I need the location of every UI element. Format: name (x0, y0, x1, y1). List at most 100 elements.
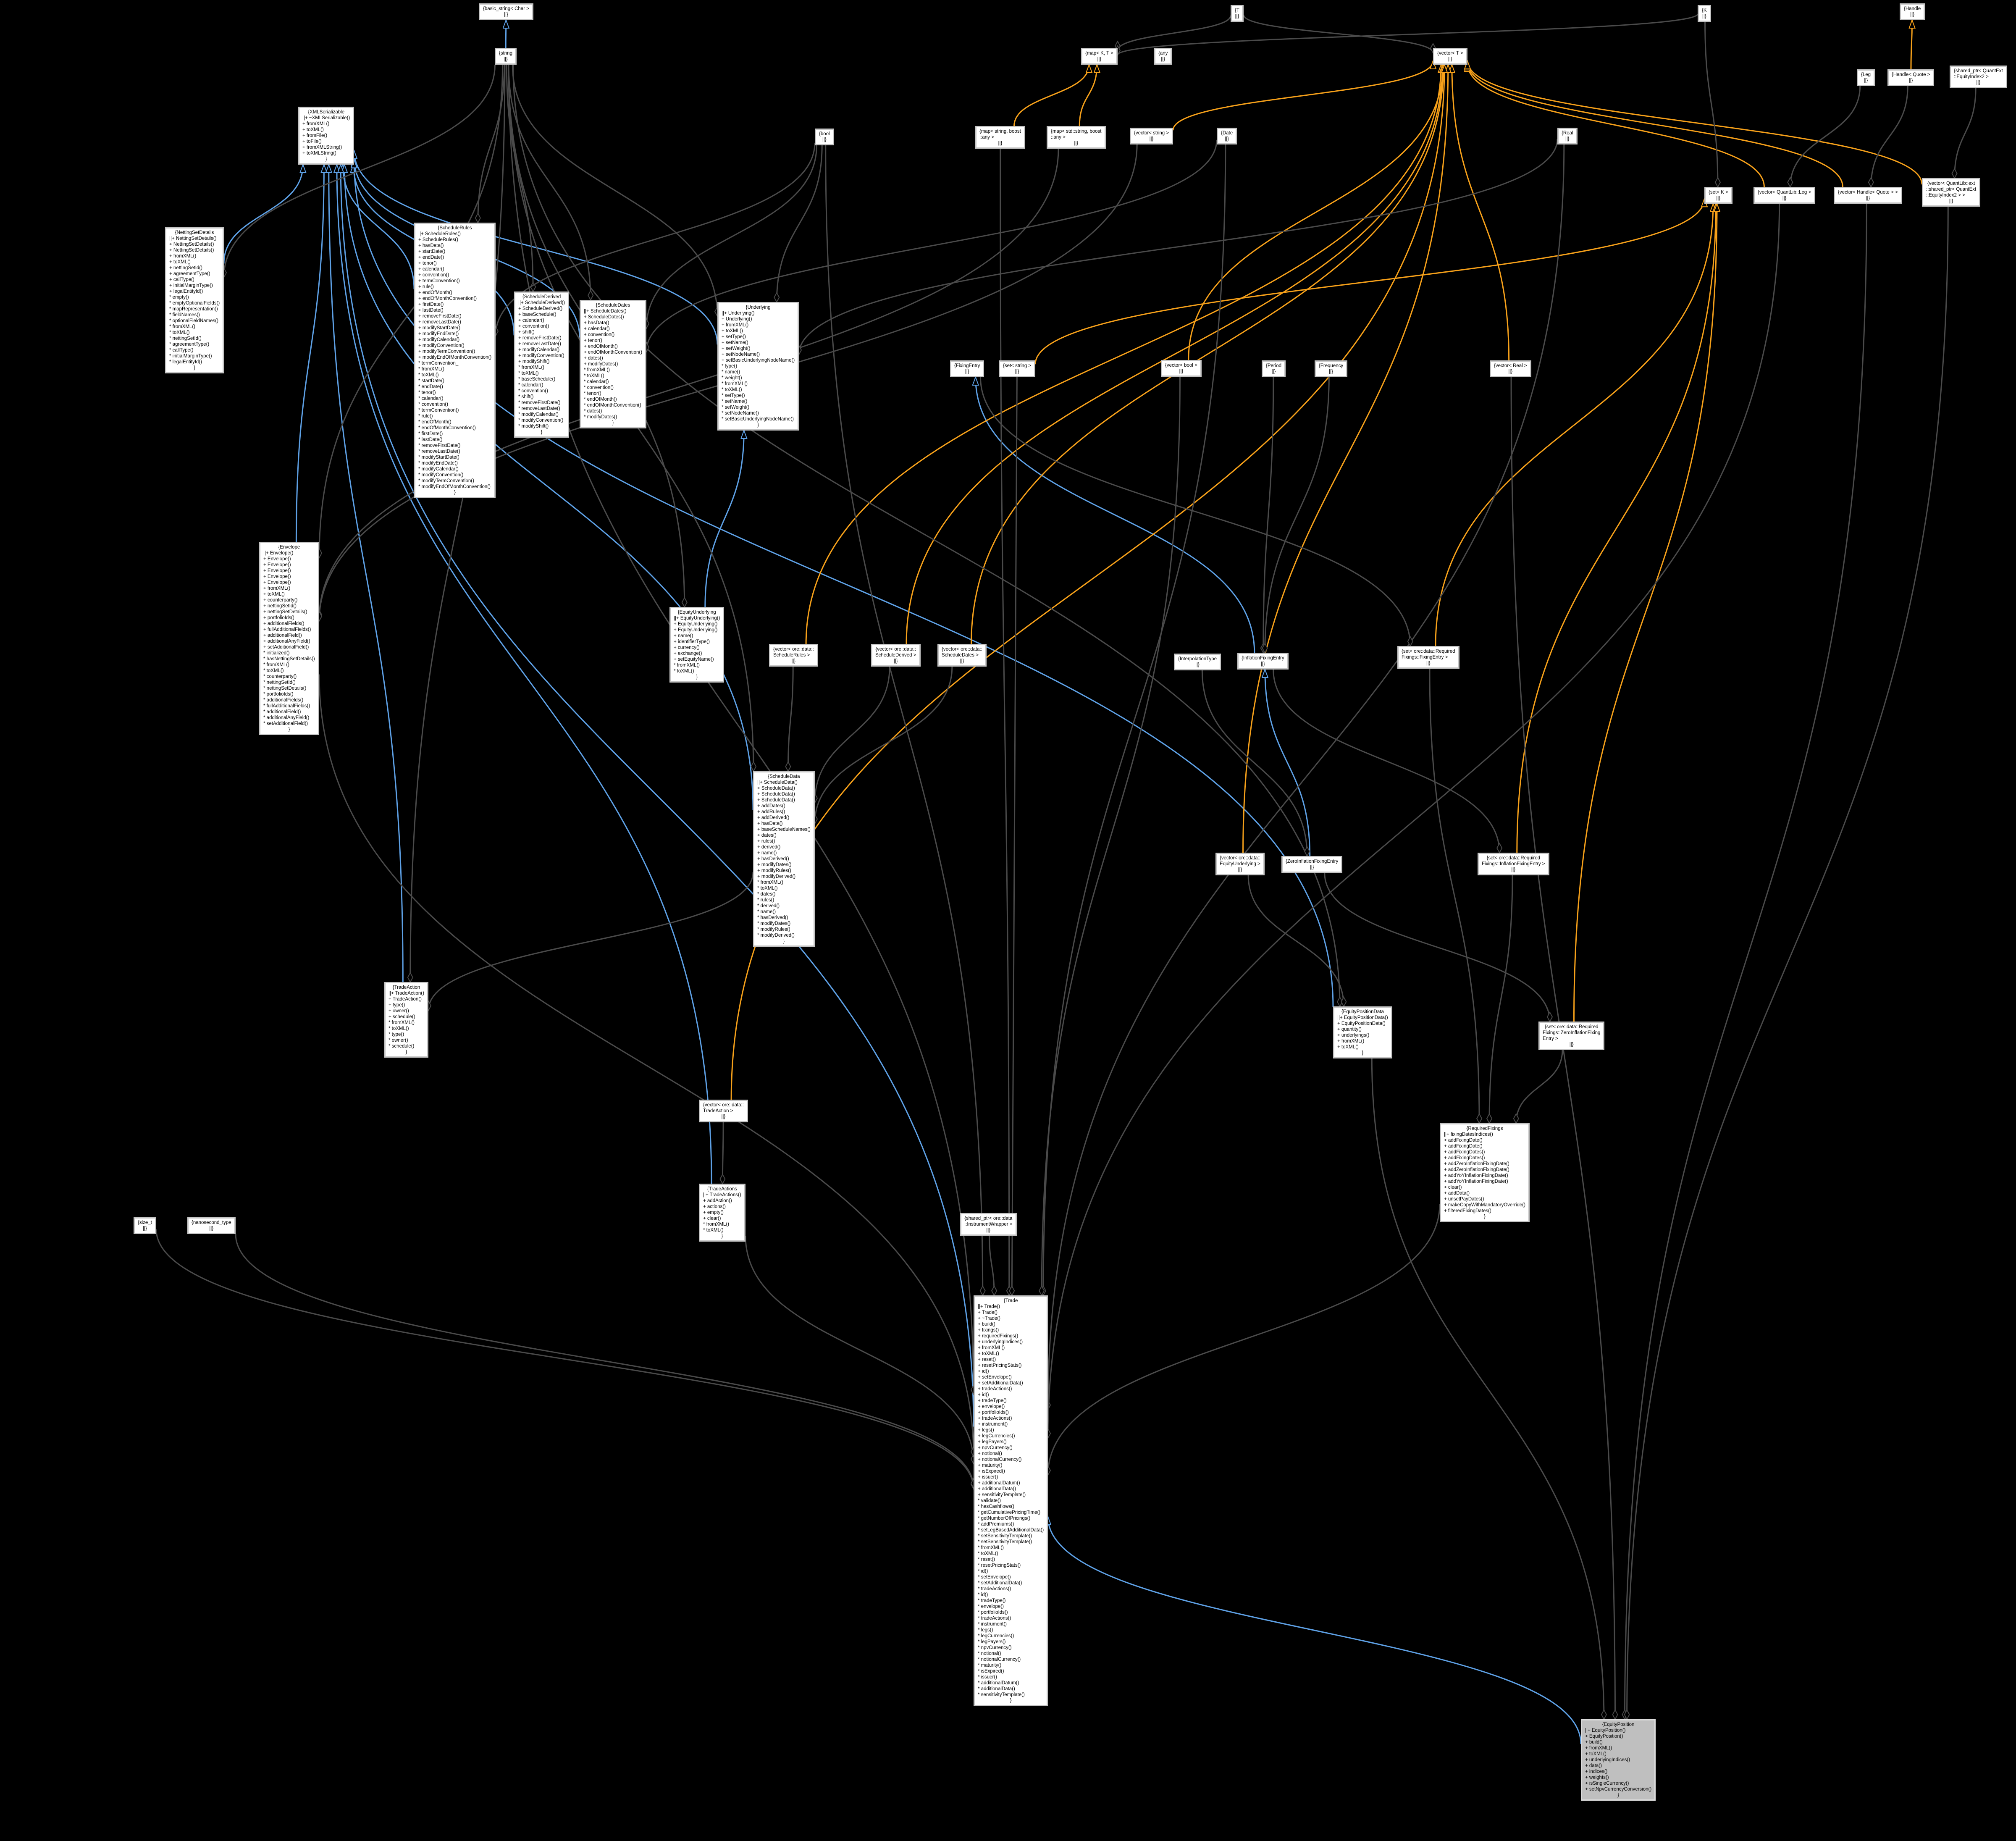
class-member: + fromFile() (302, 133, 328, 138)
class-member: + Envelope() (263, 562, 291, 567)
edge-t-vecbool-vectort (1188, 65, 1443, 360)
class-node-veceqund: {vector< ore::data::EquityUnderlying >||… (1215, 853, 1265, 875)
class-node-setk: {set< K >||} (1704, 187, 1732, 204)
edge-m-vectradeaction-tradeactions (722, 1122, 723, 1184)
class-member: } (721, 1234, 723, 1239)
class-member: ||+ fixingDatesIndices() (1444, 1132, 1493, 1137)
class-node-real: {Real||} (1557, 128, 1578, 144)
class-member: } (325, 157, 327, 162)
class-node-schedrules[interactable]: {ScheduleRules||+ ScheduleRules()+ Sched… (414, 223, 496, 498)
edge-t-vecschedrules-vectort (805, 65, 1441, 644)
class-member: ||+ TradeActions() (703, 1192, 741, 1198)
class-member: } (541, 430, 543, 435)
class-member: + modifyEndOfMonthConvention() (418, 355, 492, 360)
class-node-eqpos[interactable]: {EquityPosition||+ EquityPosition()+ Equ… (1581, 1719, 1656, 1801)
class-member: * toXML() (722, 387, 742, 392)
class-member: * setBasicUnderlyingNodeName() (722, 417, 794, 422)
class-member: * hasDerived() (757, 915, 788, 920)
class-node-scheddates[interactable]: {ScheduleDates||+ ScheduleDates()+ Sched… (580, 300, 647, 428)
class-title: {size_t (138, 1220, 152, 1225)
class-member: * setEnvelope() (978, 1575, 1011, 1580)
class-member: + addZeroInflationFixingDate() (1444, 1167, 1509, 1172)
class-node-reqfix[interactable]: {RequiredFixings||+ fixingDatesIndices()… (1440, 1123, 1530, 1222)
class-member: + addYoYInflationFixingDate() (1444, 1173, 1508, 1178)
edge-m-K-setk (1704, 21, 1718, 187)
class-member: * legPayers() (978, 1639, 1006, 1644)
class-member: + EquityPositionData() (1337, 1021, 1386, 1026)
class-title: {basic_string< Char > (483, 6, 529, 11)
class-node-equnderlying[interactable]: {EquityUnderlying||+ EquityUnderlying()+… (669, 607, 724, 683)
class-member: * modifyDates() (757, 921, 791, 926)
class-member: * endOfMonth() (418, 420, 452, 425)
class-member: + additionalDatum() (978, 1481, 1020, 1486)
class-member: + ScheduleDates() (584, 315, 624, 320)
class-member: * notionalCurrency() (978, 1657, 1021, 1662)
class-node-zeroinflfix[interactable]: {ZeroInflationFixingEntry||} (1281, 856, 1343, 873)
class-member: * convention() (418, 402, 448, 407)
class-node-interp: {InterpolationType||} (1174, 654, 1221, 670)
class-member: * modifyEndDate() (418, 461, 458, 466)
class-node-leg: {Leg||} (1857, 69, 1875, 86)
edge-m-interp-zeroinflfix (1201, 670, 1307, 856)
class-node-tradeactions[interactable]: {TradeActions||+ TradeActions()+ addActi… (699, 1184, 746, 1242)
class-member: + addData() (1444, 1191, 1470, 1196)
class-member: * tenor() (418, 390, 436, 395)
class-title: {shared_ptr< QuantExt (1954, 68, 2003, 74)
class-member: ||+ ScheduleDerived() (518, 300, 565, 305)
class-member: + convention() (518, 324, 549, 329)
class-member: + toXML() (978, 1351, 999, 1356)
class-member: + instrument() (978, 1422, 1008, 1427)
class-member: ||} (1015, 369, 1019, 374)
class-member: + initialMarginType() (169, 283, 213, 288)
edge-m-veceqund-eqposdata (1247, 875, 1344, 1006)
class-node-inflfix[interactable]: {InflationFixingEntry||} (1237, 653, 1289, 670)
class-member: + indices() (1585, 1769, 1608, 1774)
class-member: + sensitivityTemplate() (978, 1492, 1026, 1497)
class-member: + TradeAction() (388, 997, 422, 1002)
class-member: * owner() (388, 1038, 408, 1043)
class-member: + modifyDates() (757, 862, 792, 867)
class-member: * toXML() (388, 1026, 409, 1031)
class-node-schedderived[interactable]: {ScheduleDerived||+ ScheduleDerived()+ S… (514, 292, 570, 438)
class-node-scheddata[interactable]: {ScheduleData||+ ScheduleData()+ Schedul… (753, 771, 815, 947)
class-node-tradeaction[interactable]: {TradeAction||+ TradeAction()+ TradeActi… (384, 982, 428, 1058)
class-member: ScheduleDates > (942, 653, 979, 658)
class-node-envelope[interactable]: {Envelope||+ Envelope()+ Envelope()+ Env… (259, 542, 319, 735)
class-member: } (1617, 1793, 1620, 1798)
class-member: + removeFirstDate() (518, 336, 562, 341)
class-member: + isSingleCurrency() (1585, 1781, 1629, 1786)
edge-m-bool-scheddates (646, 145, 817, 328)
class-node-fixingentry[interactable]: {FixingEntry||} (950, 360, 984, 377)
class-member: + modifyCalendar() (418, 337, 460, 342)
class-member: * schedule() (388, 1044, 415, 1049)
class-member: ::any > (1051, 135, 1066, 140)
class-member: + tenor() (584, 338, 602, 343)
class-title: {Period (1266, 363, 1282, 368)
class-member: + calendar() (518, 318, 544, 323)
class-node-trade[interactable]: {Trade||+ Trade()+ Trade()+ ~Trade()+ bu… (974, 1295, 1048, 1706)
class-member: + hasData() (418, 243, 444, 248)
class-title: {vector< ore::data:: (703, 1103, 744, 1108)
class-member: + isExpired() (978, 1469, 1005, 1474)
class-member: + requiredFixings() (978, 1334, 1018, 1339)
class-node-netting[interactable]: {NettingSetDetails||+ NettingSetDetails(… (165, 227, 224, 373)
class-member: + actions() (703, 1204, 726, 1209)
class-title: {set< string > (1003, 363, 1032, 368)
class-node-eqposdata[interactable]: {EquityPositionData||+ EquityPositionDat… (1333, 1006, 1392, 1058)
class-node-underlying[interactable]: {Underlying||+ Underlying()+ Underlying(… (717, 302, 799, 431)
class-title: {map< string, boost (979, 129, 1021, 134)
class-member: * modifyDerived() (757, 933, 795, 938)
class-title: {FixingEntry (954, 363, 980, 368)
class-member: * endOfMonthConvention() (584, 403, 641, 408)
class-title: {InflationFixingEntry (1242, 656, 1284, 661)
class-member: * endOfMonthConvention() (418, 425, 476, 431)
class-member: * fromXML() (722, 381, 748, 386)
class-member: ||} (1864, 78, 1868, 83)
class-member: ::any > (979, 135, 994, 140)
class-node-T: {T||} (1231, 5, 1244, 22)
class-member: ||} (1448, 57, 1452, 62)
class-member: + setEquityName() (674, 657, 714, 662)
class-node-xmlser[interactable]: {XMLSerializable||+ ~XMLSerializable()+ … (298, 107, 354, 165)
